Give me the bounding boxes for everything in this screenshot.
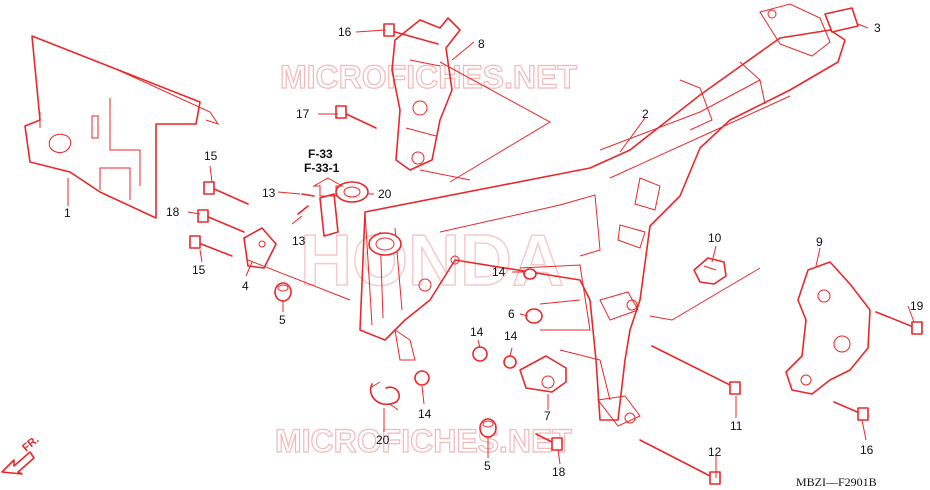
callout-17: 17 <box>296 107 310 121</box>
part-20-clamp-lower <box>369 381 401 411</box>
front-arrow-icon <box>1 451 35 475</box>
callout-5-lower: 5 <box>484 459 491 473</box>
callout-16-upper: 16 <box>338 25 352 39</box>
callout-19: 19 <box>910 299 924 313</box>
callout-13-lower: 13 <box>292 234 306 248</box>
diagram-code: MBZI—F2901B <box>796 475 877 489</box>
watermark-bottom: MICROFICHES.NET <box>275 423 572 459</box>
callout-6: 6 <box>508 307 515 321</box>
callout-14-d: 14 <box>418 407 432 421</box>
callout-20-lower: 20 <box>376 433 390 447</box>
callout-9: 9 <box>816 235 823 249</box>
part-7-plate <box>519 355 567 393</box>
reference-f33-1: F-33-1 <box>304 161 340 175</box>
callout-15-upper: 15 <box>204 149 218 163</box>
reference-block: F-33 F-33-1 <box>304 147 344 197</box>
callout-10: 10 <box>708 231 722 245</box>
part-5-collar-upper <box>274 282 292 302</box>
part-2-main-frame <box>359 3 846 427</box>
callout-13-upper: 13 <box>262 186 276 200</box>
callout-12: 12 <box>708 445 722 459</box>
part-6-collar <box>525 308 543 324</box>
leader-lines <box>67 23 915 478</box>
callout-15-lower: 15 <box>192 263 206 277</box>
reference-arrow-icon <box>312 177 344 197</box>
bolts <box>189 23 923 485</box>
front-direction-indicator: FR. <box>1 434 42 475</box>
part-9-bracket <box>785 261 871 395</box>
callout-14-c: 14 <box>504 329 518 343</box>
callout-20-upper: 20 <box>378 187 392 201</box>
callout-7: 7 <box>544 409 551 423</box>
callout-11: 11 <box>730 419 743 433</box>
reference-f33: F-33 <box>308 147 333 161</box>
part-3-rubber-pad <box>824 7 859 33</box>
watermark-center: HONDA <box>300 221 564 301</box>
callout-5-upper: 5 <box>279 313 286 327</box>
callout-2: 2 <box>642 107 649 121</box>
callout-14-a: 14 <box>492 265 506 279</box>
part-14-nuts <box>414 268 537 386</box>
part-10-clamp <box>693 257 727 285</box>
callout-4: 4 <box>242 279 249 293</box>
callout-8: 8 <box>478 37 485 51</box>
part-8-bracket <box>391 17 461 171</box>
callout-1: 1 <box>64 206 71 220</box>
part-5-collar-lower <box>479 418 497 438</box>
callout-14-b: 14 <box>470 325 484 339</box>
part-1-guard-plate <box>24 35 220 219</box>
callout-18-upper: 18 <box>166 205 180 219</box>
part-4-bracket <box>243 227 277 269</box>
callout-16-lower: 16 <box>860 443 874 457</box>
callout-18-lower: 18 <box>552 465 566 479</box>
watermark-top: MICROFICHES.NET <box>280 59 577 95</box>
part-20-clamp-upper <box>335 181 369 203</box>
callout-numbers: 1 2 3 4 5 5 6 7 8 9 10 11 12 13 13 14 14… <box>64 21 924 479</box>
callout-3: 3 <box>874 21 881 35</box>
front-label: FR. <box>20 434 41 455</box>
